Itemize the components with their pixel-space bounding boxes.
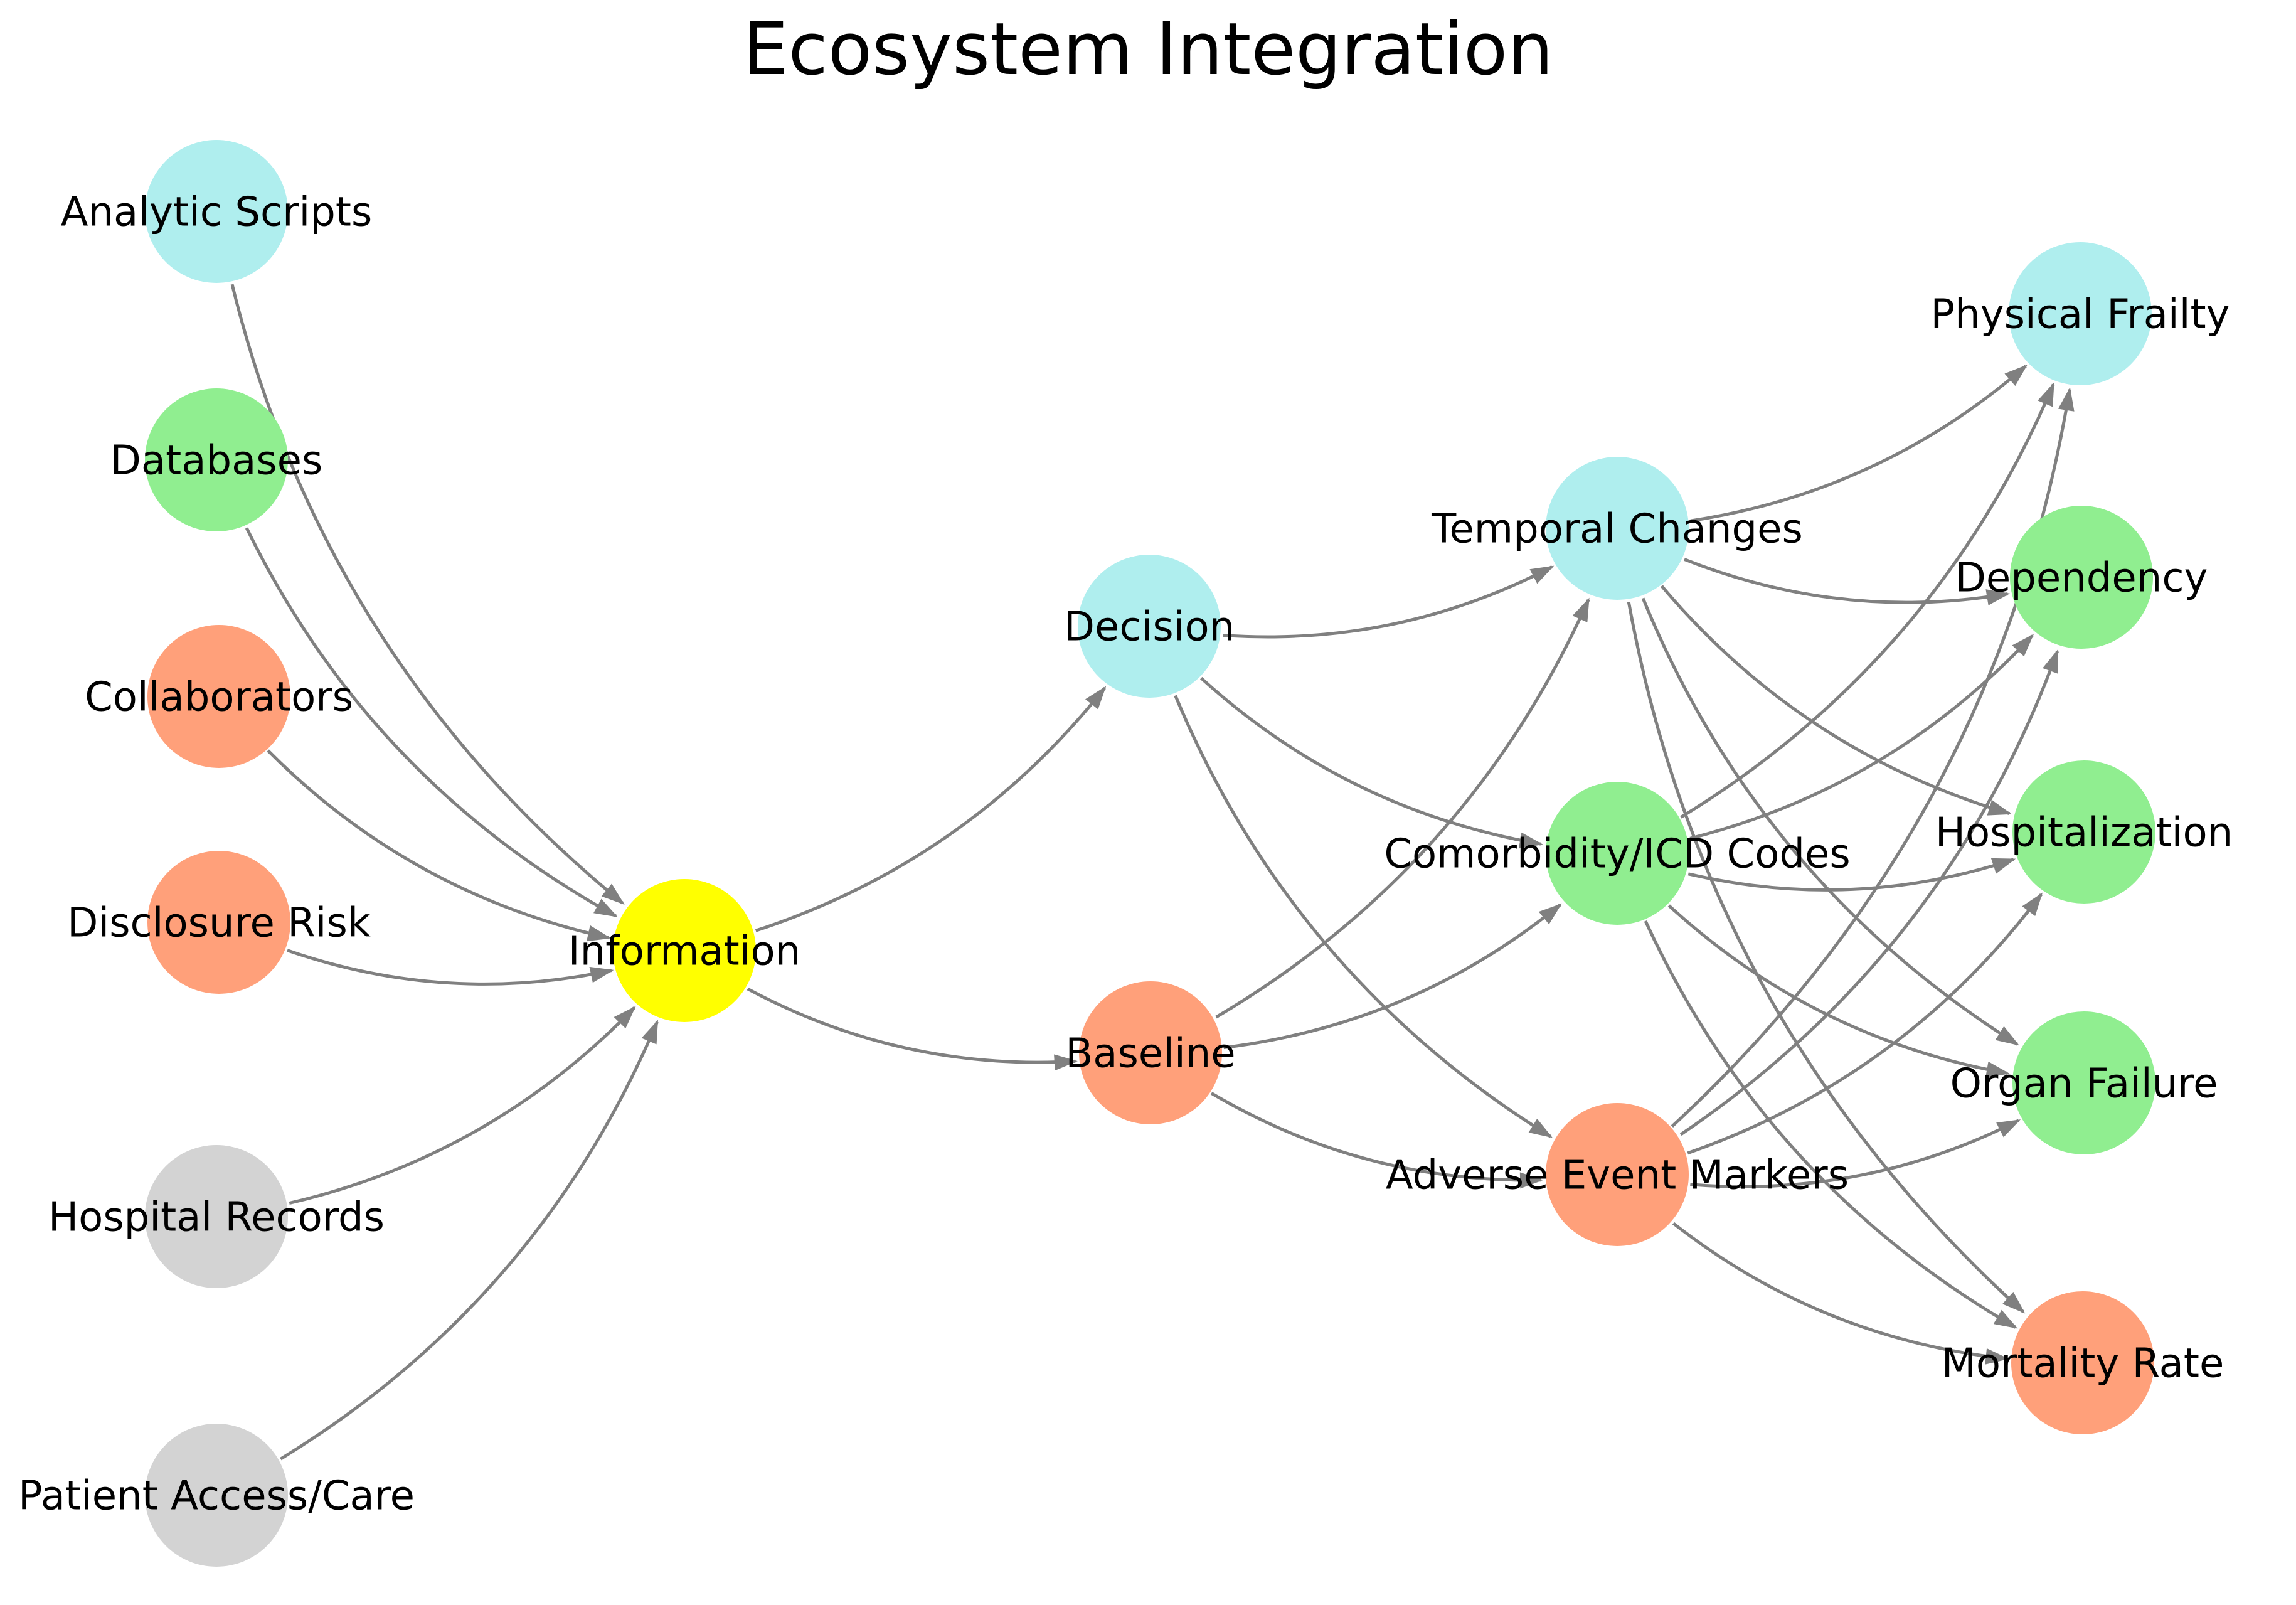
edge-information-to-decision — [755, 686, 1107, 932]
edge-decision-to-adverse-event-markers — [1174, 695, 1553, 1138]
edge-hospital-records-to-information — [289, 1006, 636, 1205]
edge-decision-to-comorbidity-icd-codes — [1200, 676, 1543, 849]
node-label-baseline: Baseline — [1065, 1030, 1235, 1077]
diagram-title: Ecosystem Integration — [743, 8, 1553, 92]
node-organ-failure — [2012, 1011, 2155, 1154]
edge-temporal-changes-to-mortality-rate — [1627, 602, 2026, 1314]
label-layer: Analytic ScriptsDatabasesCollaboratorsDi… — [18, 189, 2233, 1519]
node-information — [613, 879, 756, 1022]
edge-decision-to-temporal-changes — [1223, 565, 1555, 639]
node-label-dependency: Dependency — [1955, 555, 2208, 601]
edge-temporal-changes-to-organ-failure — [1641, 597, 2019, 1046]
edge-baseline-to-temporal-changes — [1215, 597, 1590, 1019]
node-adverse-event-markers — [1546, 1103, 1689, 1246]
node-temporal-changes — [1546, 457, 1689, 600]
node-hospitalization — [2012, 760, 2155, 904]
edge-temporal-changes-to-hospitalization — [1660, 585, 2012, 816]
node-label-patient-access-care: Patient Access/Care — [18, 1473, 415, 1519]
node-baseline — [1079, 981, 1222, 1124]
node-layer — [145, 140, 2155, 1567]
node-label-mortality-rate: Mortality Rate — [1942, 1340, 2224, 1387]
node-dependency — [2010, 506, 2153, 649]
edge-collaborators-to-information — [267, 749, 612, 942]
node-label-hospital-records: Hospital Records — [48, 1194, 385, 1240]
node-databases — [145, 388, 288, 531]
node-label-decision: Decision — [1064, 604, 1235, 650]
node-label-organ-failure: Organ Failure — [1950, 1060, 2218, 1107]
edge-comorbidity-icd-codes-to-physical-frailty — [1680, 382, 2055, 819]
node-disclosure-risk — [147, 851, 290, 994]
node-label-information: Information — [568, 928, 800, 974]
node-physical-frailty — [2009, 242, 2152, 385]
node-analytic-scripts — [145, 140, 288, 283]
edge-temporal-changes-to-dependency — [1684, 558, 2011, 605]
edge-layer — [230, 284, 2075, 1461]
edge-analytic-scripts-to-information — [230, 284, 625, 905]
edge-adverse-event-markers-to-organ-failure — [1690, 1119, 2021, 1188]
edge-comorbidity-icd-codes-to-hospitalization — [1687, 858, 2016, 892]
edge-comorbidity-icd-codes-to-mortality-rate — [1644, 920, 2018, 1329]
edge-adverse-event-markers-to-dependency — [1679, 649, 2059, 1136]
node-label-physical-frailty: Physical Frailty — [1931, 291, 2230, 338]
edge-adverse-event-markers-to-mortality-rate — [1672, 1222, 2009, 1365]
edge-adverse-event-markers-to-physical-frailty — [1671, 387, 2075, 1128]
edge-databases-to-information — [245, 527, 618, 918]
node-label-adverse-event-markers: Adverse Event Markers — [1386, 1152, 1849, 1198]
node-label-databases: Databases — [110, 437, 323, 484]
node-decision — [1078, 555, 1221, 698]
node-collaborators — [147, 625, 290, 768]
node-label-comorbidity-icd-codes: Comorbidity/ICD Codes — [1384, 831, 1850, 877]
edge-disclosure-risk-to-information — [287, 949, 614, 986]
edge-temporal-changes-to-physical-frailty — [1690, 364, 2028, 523]
edge-baseline-to-comorbidity-icd-codes — [1223, 903, 1562, 1050]
edge-patient-access-care-to-information — [280, 1020, 659, 1461]
edge-baseline-to-adverse-event-markers — [1210, 1092, 1544, 1189]
node-label-analytic-scripts: Analytic Scripts — [61, 189, 373, 235]
node-label-collaborators: Collaborators — [85, 674, 353, 720]
node-label-temporal-changes: Temporal Changes — [1431, 506, 1803, 552]
node-mortality-rate — [2011, 1291, 2154, 1434]
edge-adverse-event-markers-to-hospitalization — [1687, 892, 2043, 1155]
node-hospital-records — [145, 1145, 288, 1288]
node-label-hospitalization: Hospitalization — [1935, 809, 2233, 856]
edge-comorbidity-icd-codes-to-dependency — [1689, 634, 2034, 840]
edge-information-to-baseline — [747, 987, 1078, 1071]
node-comorbidity-icd-codes — [1546, 782, 1689, 925]
node-label-disclosure-risk: Disclosure Risk — [67, 900, 371, 946]
node-patient-access-care — [145, 1424, 288, 1567]
